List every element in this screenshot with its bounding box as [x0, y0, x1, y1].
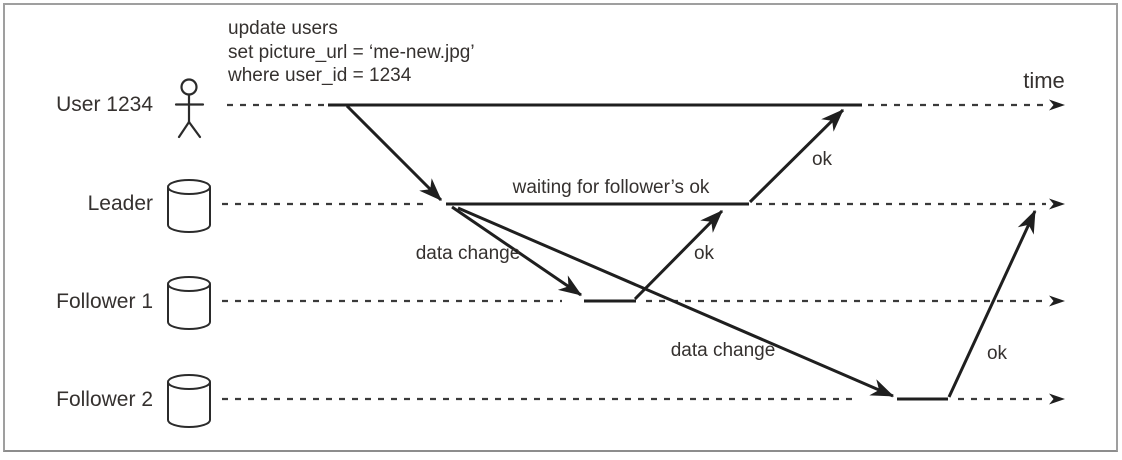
data-change-label-follower1: data change — [415, 243, 521, 264]
query-line-1: update users — [228, 18, 338, 39]
data-change-arrow-leader-to-follower2 — [457, 206, 895, 398]
write-arrow-user-to-leader — [345, 104, 443, 202]
time-arrowhead-follower1 — [1049, 295, 1065, 307]
ok-arrow-follower2-to-leader — [947, 209, 1037, 398]
follower1-timeline — [222, 295, 1065, 307]
query-line-2: set picture_url = ‘me-new.jpg’ — [228, 41, 475, 63]
leader-timeline — [222, 198, 1065, 210]
user-timeline — [227, 99, 1065, 111]
data-change-label-follower2: data change — [670, 340, 776, 361]
time-arrowhead-leader — [1049, 198, 1065, 210]
database-icon-leader — [167, 179, 211, 233]
ok-label-follower2: ok — [986, 343, 1008, 364]
data-change-arrow-leader-to-follower1 — [451, 205, 582, 297]
update-query-text: update users set picture_url = ‘me-new.j… — [228, 17, 475, 88]
time-arrowhead-user — [1049, 99, 1065, 111]
database-icon-follower1 — [167, 276, 211, 330]
ok-label-follower1: ok — [693, 243, 715, 264]
ok-arrow-leader-to-user — [748, 108, 845, 204]
query-line-3: where user_id = 1234 — [228, 65, 412, 86]
time-arrowhead-follower2 — [1049, 393, 1065, 405]
ok-arrow-follower1-to-leader — [633, 209, 724, 301]
diagram-border — [3, 3, 1118, 452]
follower2-timeline — [222, 393, 1065, 405]
lane-label-follower2: Follower 2 — [56, 388, 153, 411]
time-axis-label: time — [1023, 68, 1065, 93]
lane-label-leader: Leader — [87, 192, 153, 215]
waiting-for-followers-ok-label: waiting for follower’s ok — [512, 177, 710, 198]
ok-label-user: ok — [811, 149, 833, 170]
database-icon-follower2 — [167, 374, 211, 428]
lane-label-follower1: Follower 1 — [56, 290, 153, 313]
person-icon — [174, 78, 205, 139]
lane-label-user: User 1234 — [56, 93, 153, 116]
